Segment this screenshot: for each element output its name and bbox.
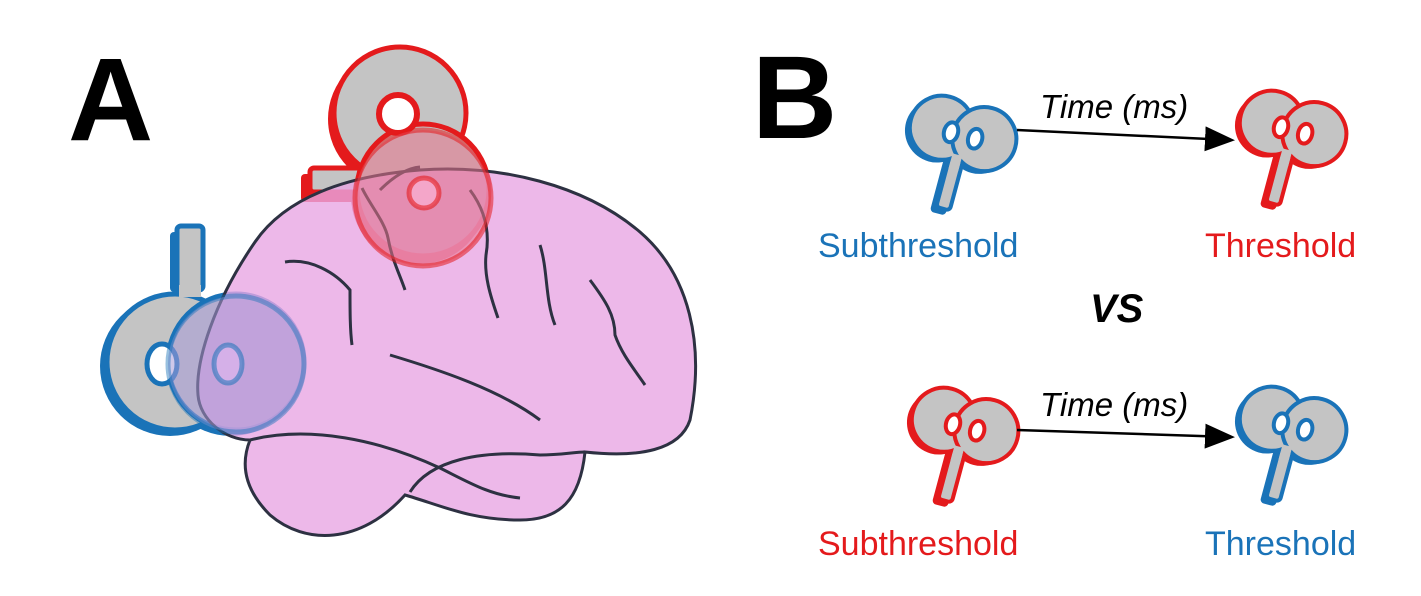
brain-illustration — [196, 165, 698, 537]
panel-a: A — [68, 34, 698, 537]
time-arrow — [1016, 423, 1235, 449]
sequence-row-2: Time (ms) Subthreshold Threshold — [818, 384, 1356, 563]
subthreshold-label: Subthreshold — [818, 525, 1018, 563]
panel-b: B Time (ms) — [752, 32, 1356, 563]
panel-b-letter: B — [752, 32, 837, 164]
threshold-label: Threshold — [1205, 227, 1356, 265]
brain-outline — [196, 167, 698, 537]
threshold-label: Threshold — [1205, 525, 1356, 563]
red-coil-icon — [906, 385, 1021, 507]
subthreshold-label: Subthreshold — [818, 227, 1018, 265]
blue-coil-icon — [904, 93, 1019, 215]
time-label: Time (ms) — [1040, 386, 1188, 423]
red-coil-icon — [1234, 88, 1349, 210]
blue-coil-overlay — [165, 293, 307, 435]
panel-a-letter: A — [68, 34, 153, 166]
time-label: Time (ms) — [1040, 88, 1188, 125]
blue-coil-icon — [1234, 384, 1349, 506]
red-coil-overlay — [352, 127, 494, 269]
sequence-row-1: Time (ms) Subthreshold Threshold — [818, 88, 1356, 265]
time-arrow — [1016, 126, 1235, 152]
vs-label: VS — [1090, 287, 1144, 331]
